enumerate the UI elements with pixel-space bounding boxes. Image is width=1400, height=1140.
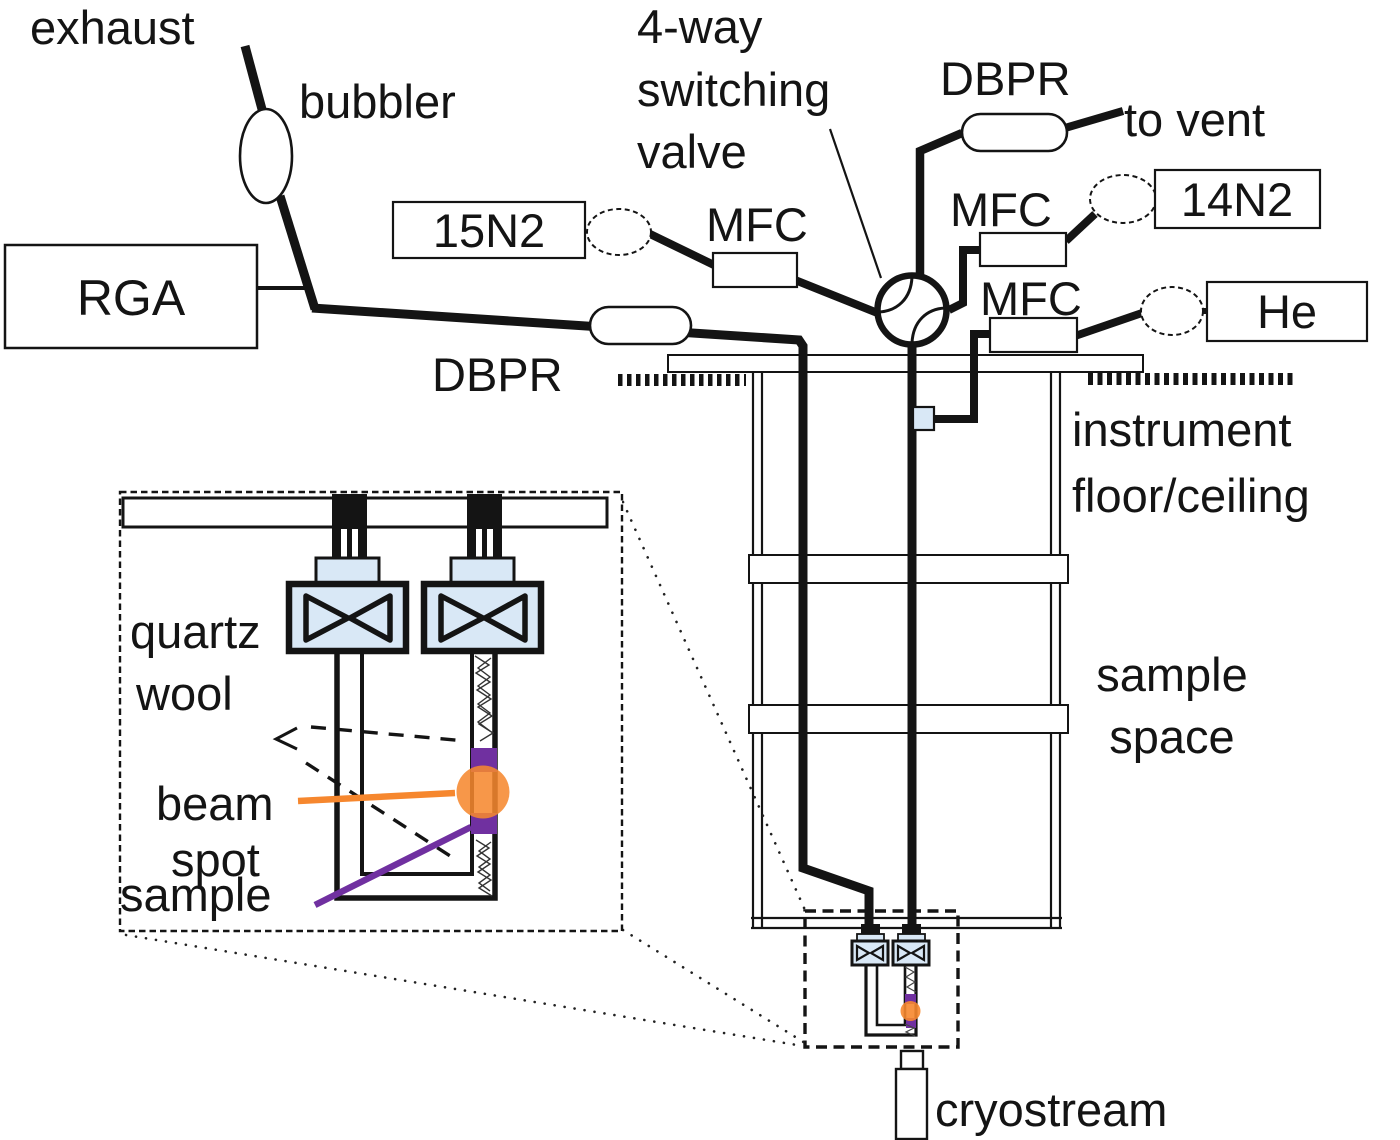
gas-14n2-box: [1153, 168, 1322, 230]
inset-left-valve-stem: [332, 494, 367, 562]
line-14n2mfc-to-valve: [947, 246, 980, 314]
gas-he-label: He: [1257, 285, 1317, 338]
cryostream-nozzle: [899, 1049, 925, 1071]
rga-label: RGA: [77, 270, 186, 326]
gas-lines: [240, 44, 1212, 926]
inset-left-stem-slit-1: [341, 529, 347, 559]
cryostream-label: cryostream: [935, 1083, 1167, 1136]
quartz-wool-texture-lower-2: [477, 841, 492, 892]
sample-inset-label: sample: [120, 868, 272, 921]
inset-right-stem-slit-2: [487, 529, 493, 559]
diagram-labels: exhaust bubbler RGA 15N2 MFC 4-way switc…: [30, 0, 1317, 1136]
quartz-wool-texture-upper-mini: [904, 966, 917, 993]
four-way-valve-body: [874, 272, 950, 348]
mfc-15n2-box: [711, 251, 799, 289]
line-hemfc-to-ellipse: [1073, 309, 1144, 340]
dbpr-top-symbol: [960, 112, 1069, 153]
exhaust-dbpr-tube: [311, 303, 874, 926]
regulator-he: [1140, 286, 1204, 336]
dotted-leader-bottom: [124, 933, 805, 1048]
inset-leader-dotted-lines: [124, 500, 807, 1048]
wool-label: wool: [135, 667, 233, 720]
valve-flow-path-top-left: [878, 276, 914, 314]
quartz-wool-texture-upper-2: [476, 657, 492, 732]
dbpr-top-label: DBPR: [940, 52, 1071, 105]
sample-space-label-line1: sample: [1096, 648, 1248, 701]
left-mini-valve-stem: [861, 924, 880, 936]
bubbler-symbol: [238, 107, 294, 205]
bubbler-outlet-line: [275, 194, 320, 311]
mfc-he-label: MFC: [980, 272, 1082, 325]
spot-label: spot: [171, 833, 260, 886]
mfc-14n2-box: [978, 231, 1068, 268]
sample-band-upper-mini: [905, 994, 916, 1004]
four-way-label-line3: valve: [637, 125, 747, 178]
valve-flow-path-bottom-right: [910, 306, 946, 344]
quartz-wool-texture-lower: [475, 839, 493, 897]
sample-band-lower-mini: [906, 1018, 916, 1028]
mfc-he-box: [988, 316, 1079, 354]
inset-right-valve-bowtie-icon: [438, 593, 528, 643]
left-mini-valve-bowtie-icon: [855, 944, 885, 962]
dbpr-bottom-symbol: [588, 305, 693, 346]
sample-space-label-line2: space: [1109, 710, 1234, 763]
quartz-wool-texture-lower-mini: [904, 1023, 916, 1037]
quartz-label: quartz: [130, 605, 261, 658]
line-15n2-to-mfc: [646, 229, 718, 270]
inset-left-valve-bowtie-icon: [303, 593, 393, 643]
four-way-label-line1: 4-way: [637, 0, 763, 53]
inset-left-stem-slit-2: [352, 529, 358, 559]
four-way-label-line2: switching: [637, 63, 830, 116]
exhaust-label: exhaust: [30, 1, 195, 54]
he-feed-line: [935, 330, 992, 423]
instrument-label-line2: floor/ceiling: [1072, 469, 1310, 522]
dotted-leader-middle: [621, 928, 807, 1045]
beam-spot-circle: [456, 765, 510, 819]
feedthrough-connector: [911, 405, 936, 432]
rga-box: [3, 243, 259, 350]
beam-spot-mini: [900, 1001, 921, 1021]
detail-region-dashed-box: [803, 909, 960, 1049]
wool-arrowhead-icon: [272, 726, 298, 751]
exhaust-line: [240, 44, 268, 115]
beam-spot-leader-line: [297, 789, 456, 805]
instrument-flange-bar: [667, 354, 1144, 373]
gas-he-box: [1205, 280, 1369, 343]
sample-leader-line: [313, 824, 473, 908]
mfc-15n2-label: MFC: [706, 198, 808, 251]
regulator-14n2: [1089, 174, 1157, 224]
cryostream-device: [894, 1049, 929, 1140]
instrument-label-line1: instrument: [1072, 403, 1291, 456]
right-mini-valve-stem: [902, 924, 921, 936]
line-14n2-to-mfc: [1063, 211, 1098, 244]
wool-leader-dashed-2: [305, 761, 459, 863]
to-vent-label: to vent: [1124, 93, 1265, 146]
cryostream-body: [894, 1067, 929, 1140]
regulator-15n2: [586, 208, 652, 256]
mfc-14n2-label: MFC: [950, 183, 1052, 236]
inset-left-valve-cap: [314, 556, 381, 587]
bubbler-label: bubbler: [299, 75, 456, 128]
inset-right-stem-slit-1: [476, 529, 482, 559]
four-way-valve: [874, 272, 950, 348]
right-mini-valve-bowtie-icon: [896, 944, 926, 962]
inset-detail-view: [118, 490, 624, 933]
line-mfc-to-valve: [793, 276, 882, 318]
dbpr-bottom-label: DBPR: [432, 348, 563, 401]
gas-15n2-label: 15N2: [433, 204, 545, 257]
sample-band-lower: [471, 813, 497, 834]
inset-right-valve-stem: [467, 494, 502, 562]
gas-15n2-box: [391, 200, 587, 260]
gas-14n2-label: 14N2: [1181, 173, 1293, 226]
capillary-u-inner: [875, 965, 907, 1027]
capillary-cell-main: [803, 909, 960, 1049]
inset-labels: quartz wool beam spot sample: [120, 605, 274, 921]
dbpr-to-vent-line: [1063, 107, 1125, 132]
four-way-label-leader: [828, 128, 883, 279]
valve-to-dbpr-top-line: [915, 129, 964, 277]
beam-label: beam: [156, 777, 274, 830]
dotted-leader-top: [621, 500, 807, 912]
